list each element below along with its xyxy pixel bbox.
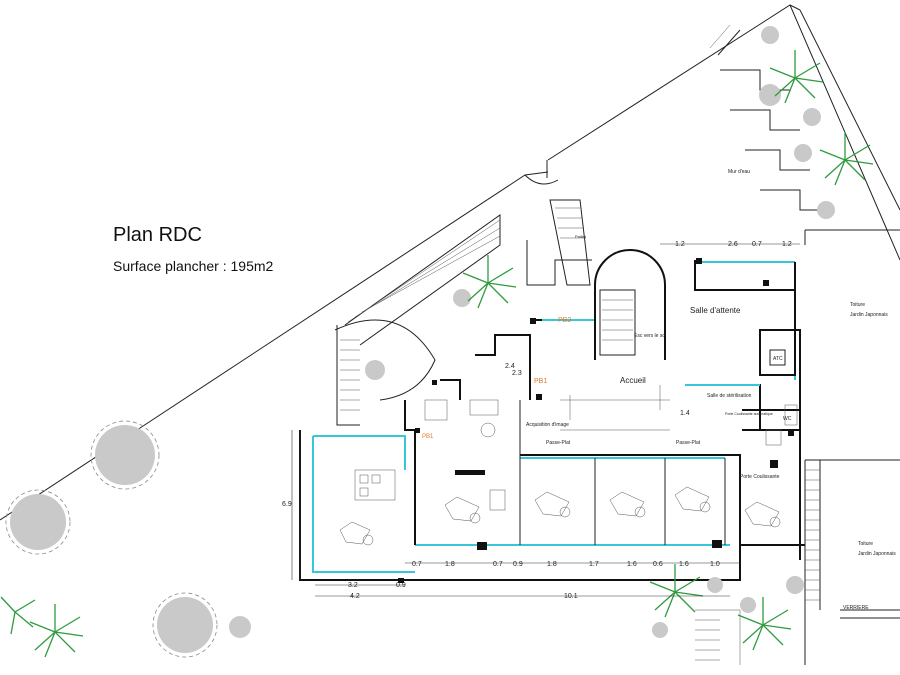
dim-bottom-2: 0.7 [493, 561, 503, 568]
ramp-stairs: Pallier [334, 199, 592, 426]
wc-label: WC [783, 416, 792, 422]
dim-bottom-total-left: 4.2 [350, 593, 360, 600]
dim-top-1: 2.6 [728, 241, 738, 248]
dim-bottom-5: 1.7 [589, 561, 599, 568]
plan-title: Plan RDC [113, 224, 202, 246]
esc-label: Esc vers le sol [634, 333, 666, 339]
dim-bottom-8: 1.6 [679, 561, 689, 568]
pb1-label-b: PB1 [422, 434, 434, 440]
acquisition-label: Acquisition d'image [526, 422, 569, 428]
dim-bottom-4: 1.8 [547, 561, 557, 568]
right-roof [695, 459, 900, 665]
verriere-label: VERRIERE [843, 605, 869, 611]
dim-bottom-0: 0.7 [412, 561, 422, 568]
accueil-label: Accueil [620, 376, 646, 385]
dim-top-3: 1.2 [782, 241, 792, 248]
pb2-label: PB2 [558, 317, 571, 324]
toiture-2-label: Toiture [858, 541, 873, 547]
dimension-values: 1.2 2.6 0.7 1.2 6.9 0.7 1.8 0.7 0.9 1.8 … [282, 241, 792, 600]
dim-inner-3: 1.4 [680, 410, 690, 417]
passe-plat-2-label: Passe-Plat [676, 440, 701, 446]
dim-left-height: 6.9 [282, 501, 292, 508]
plan-subtitle: Surface plancher : 195m2 [113, 258, 274, 274]
dim-bottom-left-2: 0.9 [396, 582, 406, 589]
dim-bottom-3: 0.9 [513, 561, 523, 568]
dimension-lines [291, 243, 800, 597]
jardin-1-label: Jardin Japonnais [850, 312, 888, 318]
dim-bottom-7: 0.6 [653, 561, 663, 568]
sterilisation-label: Salle de stérilisation [707, 393, 752, 399]
dim-top-2: 0.7 [752, 241, 762, 248]
pb1-label-a: PB1 [534, 378, 547, 385]
dental-chairs [339, 399, 798, 546]
palm-trees [0, 50, 874, 658]
salle-attente-label: Salle d'attente [690, 306, 741, 315]
atc-label: ATC [773, 356, 783, 362]
columns [398, 258, 794, 583]
mur-label: Mur d'eau [728, 169, 750, 175]
toiture-1-label: Toiture [850, 302, 865, 308]
dim-bottom-1: 1.8 [445, 561, 455, 568]
dim-inner-1: 2.3 [512, 370, 522, 377]
dim-bottom-9: 1.0 [710, 561, 720, 568]
svg-text:Pallier: Pallier [575, 234, 587, 239]
passe-plat-1-label: Passe-Plat [546, 440, 571, 446]
room-labels: Salle d'attente Accueil Salle de stérili… [422, 302, 896, 611]
site-boundary [0, 4, 900, 521]
gray-trees [5, 26, 835, 658]
porte-auto-label: Porte Coulissante automatique [725, 412, 773, 416]
upper-garden: Mur d'eau [720, 69, 900, 245]
dim-bottom-total: 10.1 [564, 593, 578, 600]
dim-bottom-6: 1.6 [627, 561, 637, 568]
porte-coulissante-label: Porte Coulissante [740, 474, 780, 480]
dim-top-0: 1.2 [675, 241, 685, 248]
dim-inner-2: 2.4 [505, 363, 515, 370]
dim-bottom-left-1: 3.2 [348, 582, 358, 589]
jardin-2-label: Jardin Japonnais [858, 551, 896, 557]
